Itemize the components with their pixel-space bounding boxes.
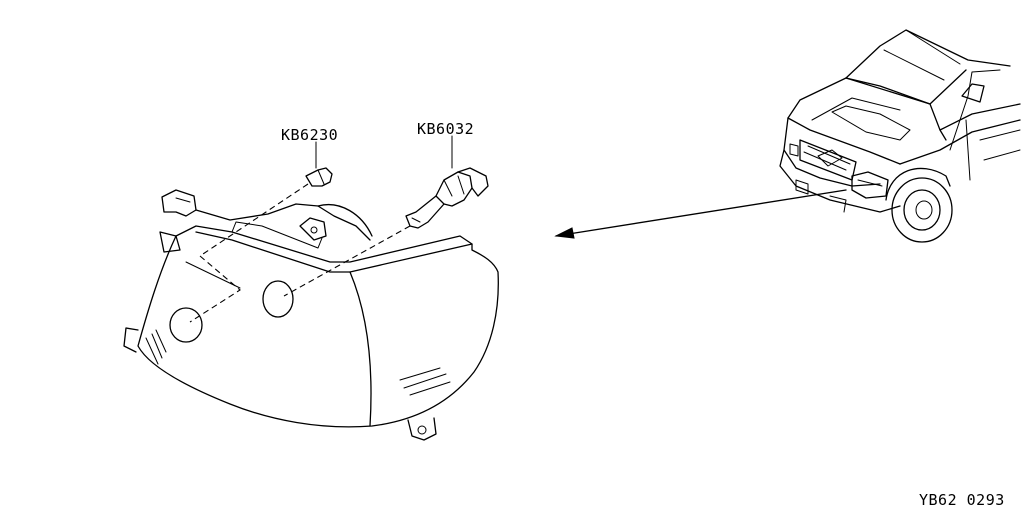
headlamp-bulb — [405, 135, 489, 229]
vehicle-front-view — [779, 29, 1021, 243]
assembly-guide-lines — [189, 183, 411, 323]
headlamp-assembly — [123, 189, 499, 441]
location-arrow — [554, 189, 847, 239]
figure-code: YB62 0293 — [919, 491, 1005, 509]
side-marker-bulb-part-label: KB6230 — [281, 126, 339, 144]
side-marker-bulb — [305, 141, 333, 187]
headlamp-bulb-part-label: KB6032 — [417, 120, 475, 138]
